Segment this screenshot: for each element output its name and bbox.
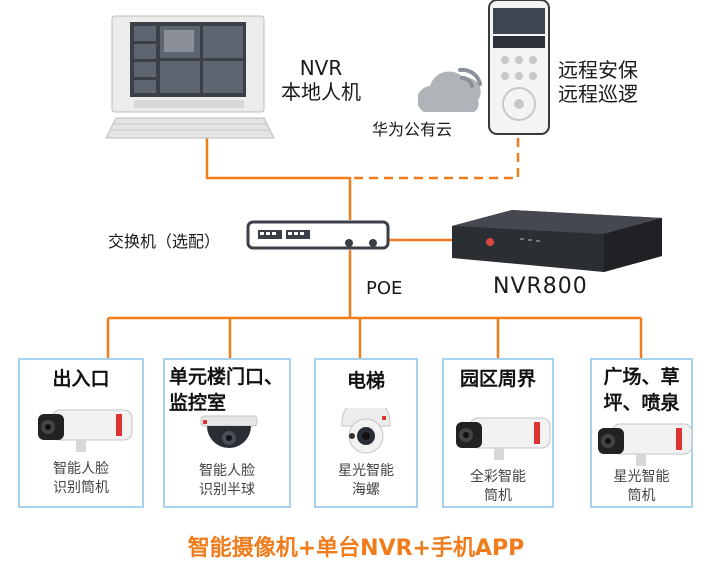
camera-drop-lines [106, 318, 643, 358]
camera-title: 广场、草 坪、喷泉 [603, 366, 680, 414]
bullet-camera-icon [34, 408, 134, 458]
camera-desc: 智能人脸 识别半球 [199, 463, 255, 498]
bullet-camera-icon [452, 416, 552, 466]
camera-card-plaza: 广场、草 坪、喷泉 星光智能 筒机 [590, 358, 693, 508]
poe-label: POE [366, 278, 403, 299]
camera-title: 出入口 [52, 368, 110, 390]
bullet-camera-icon [594, 422, 694, 472]
camera-desc: 星光智能 海螺 [338, 463, 394, 498]
footer-title: 智能摄像机+单台NVR+手机APP [187, 536, 525, 561]
camera-title: 园区周界 [459, 368, 536, 390]
camera-desc: 全彩智能 筒机 [470, 469, 526, 504]
camera-card-elevator: 电梯 星光智能 海螺 [314, 358, 418, 508]
nvr-model-label: NVR800 [493, 274, 588, 299]
remote-label: 远程安保 远程巡逻 [558, 58, 638, 106]
nvr-recorder-icon [450, 208, 664, 274]
smartphone-icon [487, 0, 551, 136]
camera-desc: 智能人脸 识别筒机 [53, 461, 109, 496]
nvr-local-label: NVR 本地人机 [281, 56, 361, 104]
cloud-wifi-icon [417, 60, 486, 116]
network-switch-icon [246, 220, 390, 252]
turret-camera-icon [336, 397, 396, 460]
desktop-computer-icon [104, 14, 276, 140]
cloud-to-switch-dashed-line [350, 138, 520, 180]
switch-label: 交换机（选配） [108, 232, 221, 251]
camera-card-perimeter: 园区周界 全彩智能 筒机 [442, 358, 554, 508]
camera-card-building-door: 单元楼门口、 监控室 智能人脸 识别半球 [163, 358, 291, 508]
dome-camera-icon [199, 414, 259, 462]
cloud-label: 华为公有云 [372, 120, 453, 139]
camera-desc: 星光智能 筒机 [613, 469, 670, 504]
camera-title: 电梯 [346, 370, 385, 392]
camera-title: 单元楼门口、 监控室 [169, 366, 284, 414]
camera-card-entrance: 出入口 智能人脸 识别筒机 [18, 358, 144, 508]
pc-to-switch-line [205, 138, 352, 220]
